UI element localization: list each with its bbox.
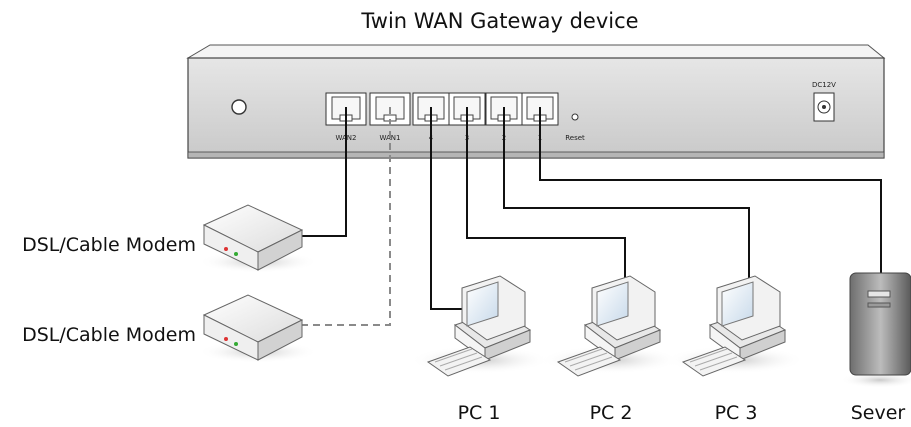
server: [840, 272, 911, 388]
server-label: Sever: [851, 402, 906, 424]
cable-lan4: [430, 107, 470, 310]
cable-lan2: [503, 107, 750, 283]
pc-2-label: PC 2: [590, 402, 633, 424]
pc-1-label: PC 1: [458, 402, 501, 424]
power-button-icon: [231, 99, 247, 115]
power-jack-label: DC12V: [812, 81, 836, 89]
cable-wan1: [300, 107, 391, 326]
reset-button-icon: [571, 113, 579, 121]
pc-3-label: PC 3: [715, 402, 758, 424]
modem-top: [198, 204, 318, 273]
modem-bottom: [198, 294, 318, 363]
pc-3: [665, 275, 805, 377]
cable-wan2: [300, 107, 347, 237]
cables: [300, 107, 882, 326]
pc-1: [410, 275, 550, 377]
cable-lan3: [466, 107, 626, 283]
diagram-title: Twin WAN Gateway device: [360, 9, 638, 33]
modem-bottom-label: DSL/Cable Modem: [22, 324, 196, 346]
reset-label: Reset: [565, 134, 585, 142]
pc-2: [540, 275, 680, 377]
gateway-device: WAN2 WAN1 4 3 2 1 Reset DC12V: [186, 44, 886, 159]
modem-top-label: DSL/Cable Modem: [22, 234, 196, 256]
power-jack-icon: [813, 92, 835, 122]
cable-lan1: [539, 107, 882, 275]
